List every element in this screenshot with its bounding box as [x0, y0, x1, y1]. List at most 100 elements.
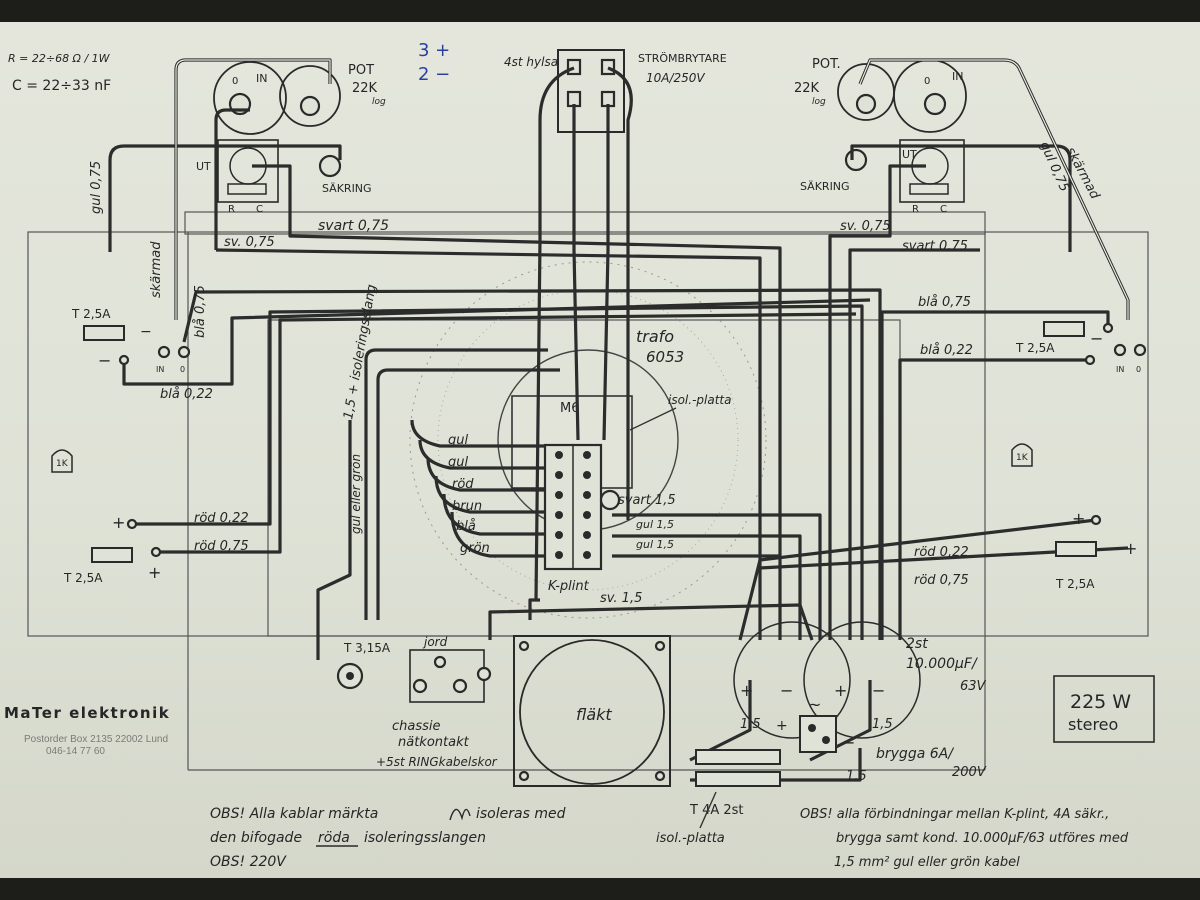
- wire-label: blå 0,22: [920, 343, 973, 358]
- pot-in-label: IN: [952, 70, 963, 83]
- obs-line: brygga samt kond. 10.000µF/63 utföres me…: [836, 831, 1129, 846]
- notes-bottom-right: OBS! alla förbindningar mellan K-plint, …: [800, 807, 1129, 870]
- bridge-voltage: 200V: [952, 765, 987, 780]
- switch-title: STRÖMBRYTARE: [638, 52, 727, 65]
- pot-zero-label: 0: [232, 76, 238, 87]
- trafo-label: trafo: [636, 327, 674, 346]
- note-r: R = 22÷68 Ω / 1W: [8, 52, 111, 65]
- zero-label: 0: [1136, 365, 1141, 374]
- cap-value: 10.000µF/: [906, 656, 978, 672]
- pot-taper: log: [812, 97, 826, 107]
- switch-rating: 10A/250V: [646, 71, 705, 85]
- wiring-diagram: M6 trafo 6053 isol.-platta gul gul röd b…: [4, 40, 1155, 870]
- fan-label: fläkt: [576, 705, 612, 724]
- bolt-label: M6: [560, 401, 580, 416]
- wire-label: 1,5 + isoleringsslang: [341, 283, 380, 420]
- sign-minus: −: [140, 324, 152, 340]
- resistor-1k-right: 1K: [1011, 443, 1033, 467]
- fuse-label: T 2,5A: [1015, 341, 1055, 355]
- cap-plus: +: [834, 681, 847, 700]
- wire-label: blå 0,22: [160, 387, 213, 402]
- power-watts: 225 W: [1070, 691, 1131, 713]
- wire-label: sv. 0,75: [840, 219, 891, 234]
- side-fuses: T 2,5A − − IN 0 T 2,5A + + T 2,5A − IN 0…: [63, 307, 1147, 591]
- wire-size-label: 1,5: [740, 717, 761, 732]
- fuses-4a: T 4A 2st isol.-platta: [656, 749, 781, 846]
- fuse-label: T 2,5A: [71, 307, 111, 321]
- bridge-rectifier: + − ~ brygga 6A/ 200V 1,5 1,5 1,5: [740, 695, 987, 784]
- bridge-ac: ~: [808, 695, 821, 714]
- wire-label: svart 0,75: [902, 239, 968, 254]
- winding-label: gul: [448, 455, 468, 470]
- obs-line: OBS! alla förbindningar mellan K-plint, …: [800, 807, 1109, 822]
- resistor-label: 1K: [56, 459, 69, 469]
- company-address: Postorder Box 2135 22002 Lund: [24, 734, 168, 745]
- wire-label: blå 0,75: [193, 285, 208, 338]
- c-label: C: [256, 204, 263, 215]
- wire-label: röd 0,22: [194, 511, 249, 526]
- note-pm-1: 3 +: [418, 40, 450, 61]
- notes-top-left: R = 22÷68 Ω / 1W C = 22÷33 nF: [8, 52, 111, 94]
- obs-line: OBS! Alla kablar märkta: [210, 806, 378, 822]
- cap-voltage: 63V: [960, 679, 987, 694]
- isol-plate-label: isol.-platta: [656, 831, 725, 846]
- company-block: MaTer elektronik Postorder Box 2135 2200…: [4, 704, 170, 757]
- capacitors: + − + − 2st 10.000µF/ 63V: [733, 621, 987, 739]
- bridge-plus: +: [776, 718, 788, 734]
- cap-plus: +: [740, 681, 753, 700]
- pot-label: POT.: [812, 57, 841, 72]
- fuse-4a-label: T 4A 2st: [689, 803, 744, 818]
- obs-line: 1,5 mm² gul eller grön kabel: [834, 855, 1020, 870]
- k-plint-label: K-plint: [548, 579, 590, 594]
- pot-zero-label: 0: [924, 76, 930, 87]
- in-label: IN: [1116, 365, 1124, 374]
- wire-label: gul 0,75: [89, 161, 104, 214]
- pot-right: IN 0 POT. 22K log UT R C SÄKRING: [794, 57, 967, 215]
- zero-label: 0: [180, 365, 185, 374]
- fuse-label: T 2,5A: [63, 571, 103, 585]
- power-mode: stereo: [1068, 715, 1118, 734]
- obs-line: den bifogade: [210, 830, 302, 846]
- fuse-label: T 2,5A: [1055, 577, 1095, 591]
- pot-value: 22K: [794, 81, 820, 96]
- sign-minus: −: [98, 351, 111, 370]
- mains-section: T 3,15A jord chassie nätkontakt +5st RIN…: [336, 635, 498, 769]
- pot-label: POT: [348, 63, 374, 78]
- pot-taper: log: [372, 97, 386, 107]
- wire-label: gul 1,5: [636, 518, 674, 531]
- note-pm-2: 2 −: [418, 64, 450, 85]
- wire-label: röd 0,75: [194, 539, 249, 554]
- ring-label: +5st RINGkabelskor: [376, 755, 498, 769]
- bridge-minus: −: [842, 733, 855, 752]
- ut-label: UT: [902, 148, 917, 161]
- schematic-sheet: M6 trafo 6053 isol.-platta gul gul röd b…: [0, 22, 1200, 878]
- company-name: MaTer elektronik: [4, 704, 170, 722]
- resistor-label: 1K: [1016, 453, 1029, 463]
- winding-label: röd: [452, 477, 474, 492]
- resistor-1k-left: 1K: [51, 449, 73, 473]
- obs-line: OBS! 220V: [210, 854, 287, 870]
- wire-size-label: 1,5: [846, 769, 867, 784]
- pot-value: 22K: [352, 81, 378, 96]
- cap-minus: −: [872, 681, 885, 700]
- wire-label: svart 0,75: [318, 218, 389, 234]
- wire-label: blå 0,75: [918, 295, 971, 310]
- fan: fläkt: [513, 635, 671, 787]
- obs-line: isoleras med: [476, 806, 566, 822]
- c-label: C: [940, 204, 947, 215]
- in-label: IN: [156, 365, 164, 374]
- hylsa-label: 4st hylsa: [504, 55, 558, 69]
- notes-plus-minus: 3 + 2 −: [418, 40, 450, 85]
- winding-label: brun: [452, 499, 482, 514]
- cap-minus: −: [780, 681, 793, 700]
- obs-line-underlined: röda: [318, 830, 350, 846]
- ut-label: UT: [196, 160, 211, 173]
- winding-label: gul: [448, 433, 468, 448]
- jord-label: jord: [422, 635, 448, 649]
- fuse-socket-label: SÄKRING: [800, 180, 850, 193]
- trafo-isol-label: isol.-platta: [668, 393, 731, 407]
- main-fuse-label: T 3,15A: [343, 641, 391, 655]
- winding-leads: gul gul röd brun blå grön: [410, 419, 548, 558]
- notes-bottom-left: OBS! Alla kablar märkta isoleras med den…: [210, 806, 566, 870]
- wire-label: gul eller grön: [349, 454, 363, 534]
